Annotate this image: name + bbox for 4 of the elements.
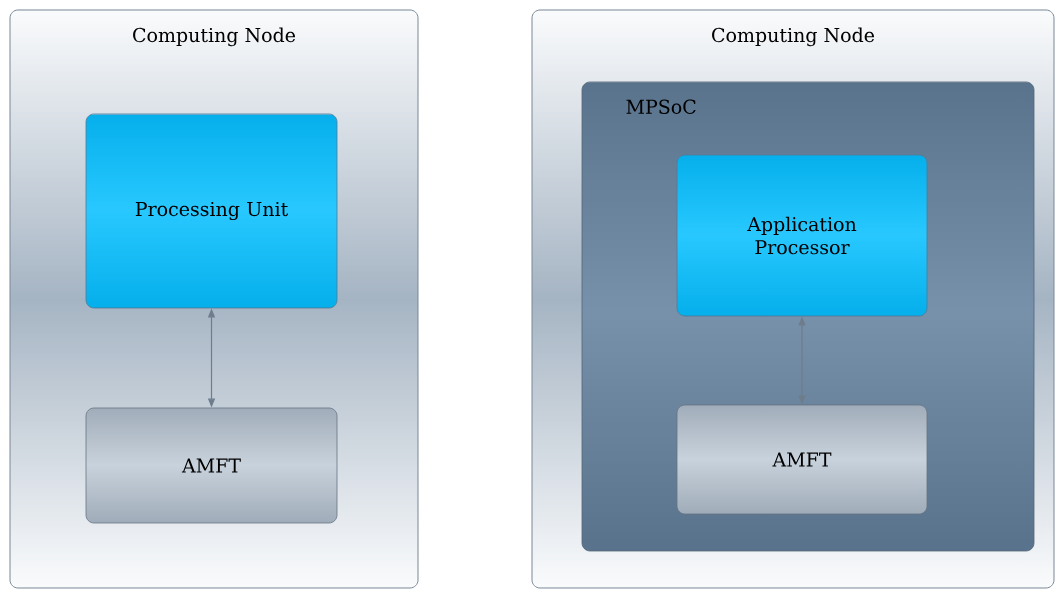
- processor-box: Application Processor: [676, 154, 928, 317]
- module-box: AMFT: [85, 407, 338, 524]
- processor-box: Processing Unit: [85, 113, 338, 309]
- module-box: AMFT: [676, 404, 928, 515]
